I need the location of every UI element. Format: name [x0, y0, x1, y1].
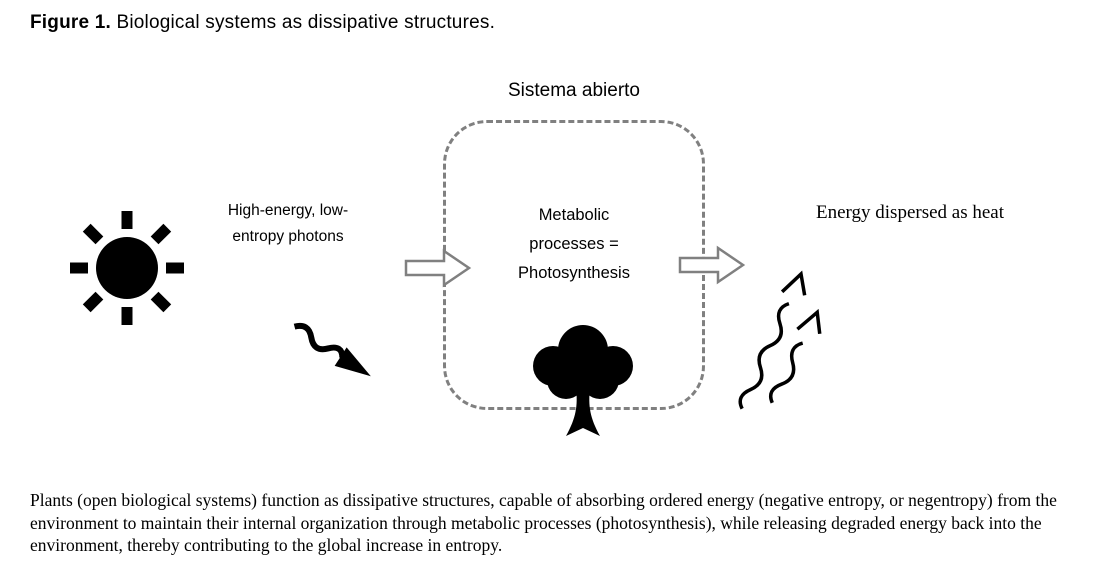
figure-caption: Plants (open biological systems) functio…	[30, 490, 1057, 555]
photon-wavy-arrow-icon	[293, 322, 371, 377]
photon-input-label: High-energy, low- entropy photons	[227, 202, 349, 245]
tree-icon	[533, 325, 633, 436]
figure-title-text: Biological systems as dissipative struct…	[110, 12, 496, 33]
figure-title: Figure 1. Biological systems as dissipat…	[30, 12, 495, 34]
heat-wavy-arrow-short-icon	[768, 308, 822, 404]
figure-label: Figure 1.	[30, 12, 111, 33]
system-label: Sistema abierto	[507, 80, 640, 101]
input-block-arrow-icon	[404, 248, 472, 288]
sun-icon	[70, 211, 184, 325]
heat-output-label: Energy dispersed as heat	[816, 202, 1005, 223]
process-label: Metabolic processes = Photosynthesis	[518, 206, 630, 282]
output-block-arrow-icon	[678, 245, 746, 285]
heat-wavy-arrow-long-icon	[738, 270, 807, 410]
